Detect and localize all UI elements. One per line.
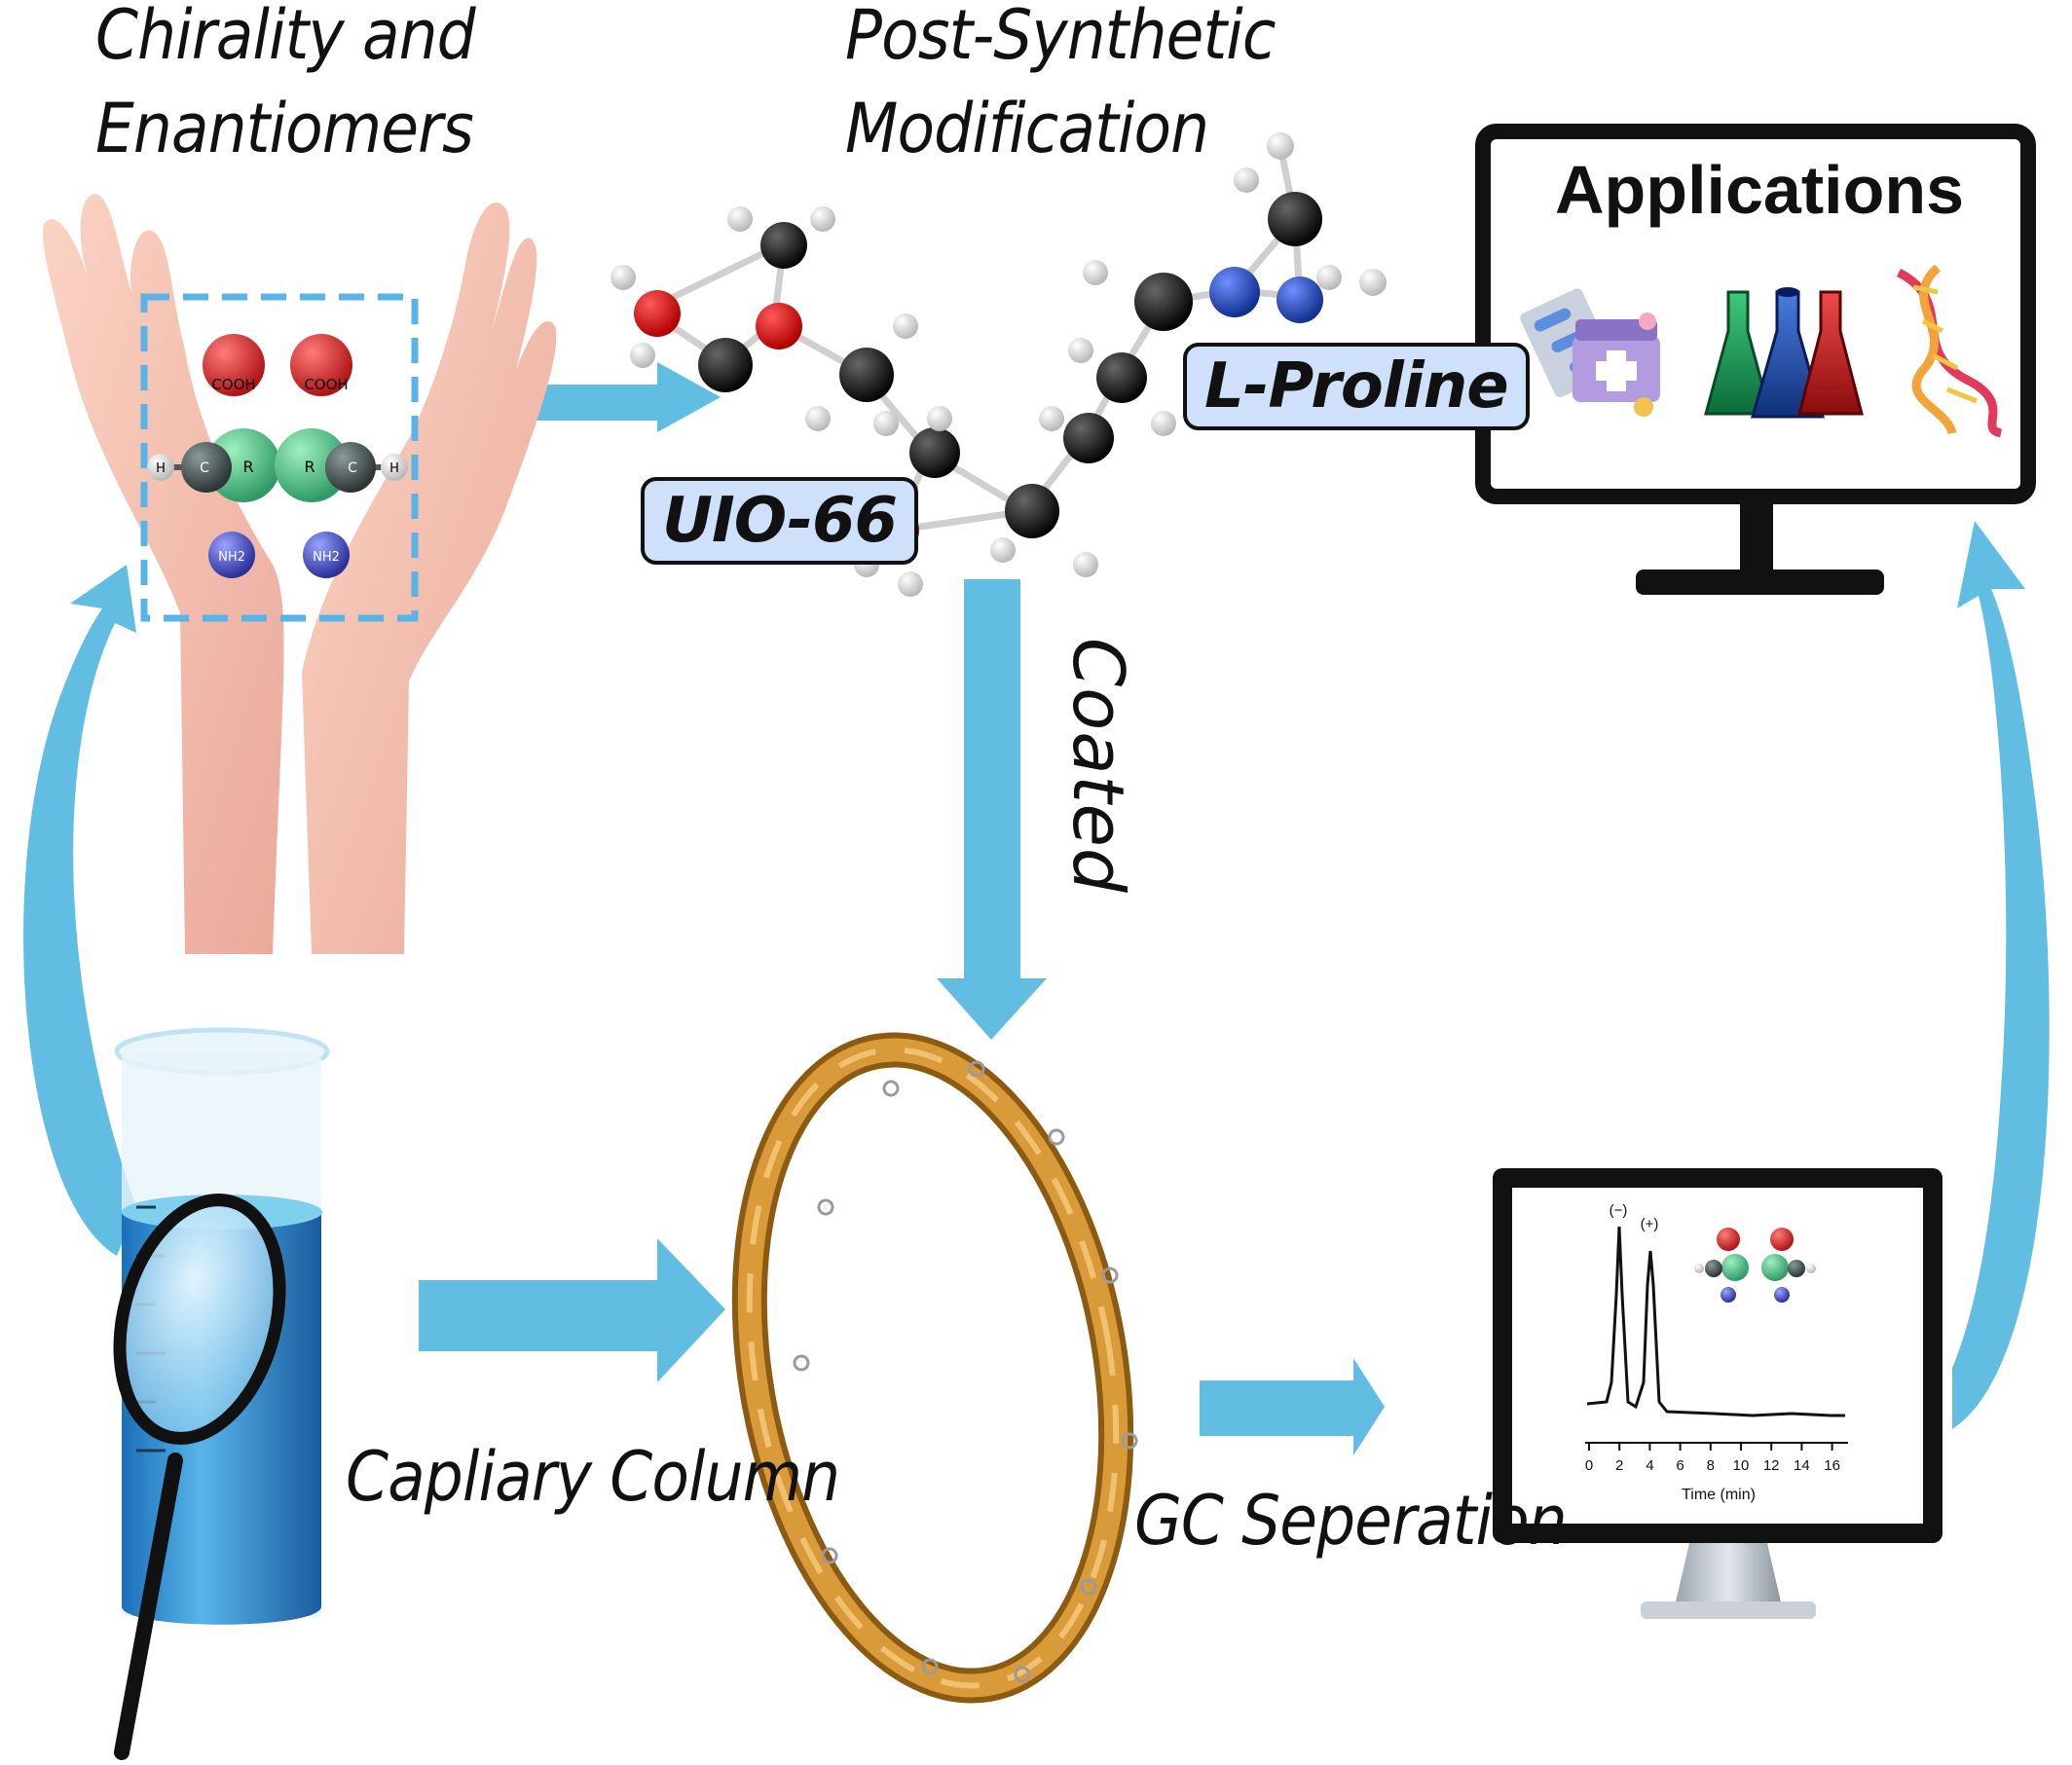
chromatogram-tick-label: 14 [1794, 1457, 1810, 1474]
c-label-right: C [348, 460, 357, 476]
l-proline-badge: L-Proline [1183, 343, 1530, 430]
nh2-label-left: NH2 [218, 550, 245, 565]
chromatogram-tick-label: 6 [1676, 1457, 1684, 1474]
mini-enantiomer-icons [1694, 1228, 1816, 1303]
arrow-hands-to-psm [501, 362, 721, 432]
applications-title: Applications [1555, 152, 1965, 228]
applications-monitor [1475, 124, 2036, 595]
uio66-badge: UIO-66 [641, 477, 918, 565]
molecule-atoms [610, 132, 1387, 597]
coated-label: Coated [1057, 638, 1139, 894]
arrow-gc-loop-up [1952, 521, 2050, 1429]
r-label-left: R [242, 458, 253, 476]
gc-monitor [1493, 1168, 1942, 1619]
uio66-proline-molecule [646, 145, 1304, 534]
chirality-title-line2: Enantiomers [95, 89, 474, 168]
capillary-column [731, 1032, 1138, 1704]
c-label-left: C [200, 460, 209, 476]
chromatogram-ticks: 0 2 4 6 8 10 12 14 16 [1585, 1443, 1840, 1474]
gc-separation-label: GC Seperation [1134, 1481, 1568, 1561]
chromatogram-tick-label: 4 [1646, 1457, 1653, 1474]
peak-label-minus: (−) [1610, 1202, 1628, 1219]
magnifier-icon [113, 1194, 286, 1760]
hands-illustration: COOH COOH R R C C H H NH2 NH2 [43, 194, 557, 955]
chromatogram-tick-label: 0 [1585, 1457, 1593, 1474]
arrow-coated-down [937, 579, 1047, 1040]
cooh-label-left: COOH [211, 376, 255, 393]
chromatogram-trace [1586, 1226, 1845, 1417]
nh2-label-right: NH2 [313, 550, 340, 565]
h-label-left: H [156, 461, 166, 476]
cooh-label-right: COOH [304, 376, 348, 393]
chirality-title-line1: Chirality and [95, 0, 476, 75]
chromatogram-plot: 0 2 4 6 8 10 12 14 16 Time (min) (−) (+) [1585, 1202, 1848, 1503]
psm-title-line2: Modification [845, 89, 1209, 168]
chromatogram-tick-label: 2 [1615, 1457, 1623, 1474]
flasks-icon [1704, 287, 1864, 419]
chromatogram-tick-label: 12 [1763, 1457, 1780, 1474]
chromatogram-xlabel: Time (min) [1682, 1487, 1756, 1503]
chromatogram-tick-label: 8 [1707, 1457, 1715, 1474]
arrow-column-to-gc [1200, 1358, 1385, 1455]
h-label-right: H [389, 461, 399, 476]
dna-icon [1896, 264, 2003, 438]
capillary-column-label: Capliary Column [346, 1437, 840, 1517]
psm-title-line1: Post-Synthetic [845, 0, 1276, 75]
r-label-right: R [304, 458, 314, 476]
chromatogram-tick-label: 16 [1824, 1457, 1840, 1474]
peak-label-plus: (+) [1641, 1216, 1659, 1232]
arrow-beaker-loop-up [23, 565, 136, 1256]
chromatogram-tick-label: 10 [1733, 1457, 1750, 1474]
pills-bottle-icon [1520, 288, 1660, 417]
arrow-beaker-to-column [419, 1238, 725, 1382]
